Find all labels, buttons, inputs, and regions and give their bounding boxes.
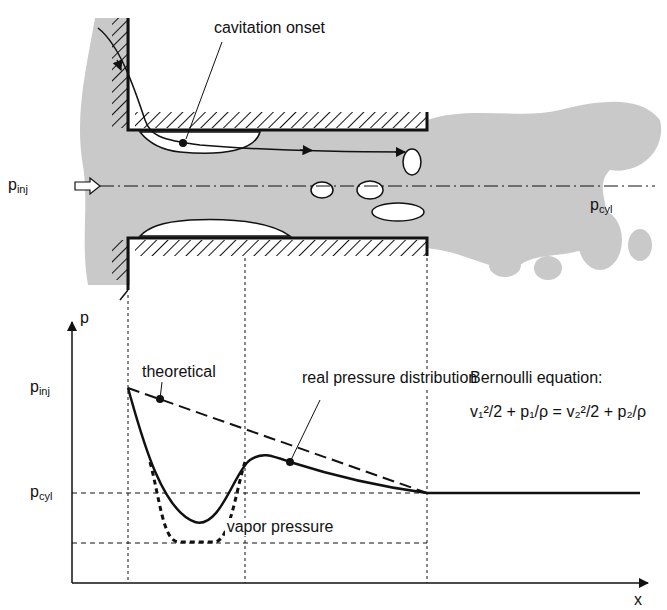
projection-lines [128, 258, 427, 583]
annotation: vapor pressure [225, 518, 336, 536]
pressure-symbol: pcyl [30, 483, 52, 502]
cylinder-level [427, 492, 640, 495]
theoretical-curve [128, 388, 427, 493]
pressure-symbol: pinj [30, 378, 50, 397]
reference-levels [72, 493, 427, 543]
streamline-arrow [395, 151, 405, 153]
annotation: x [634, 591, 642, 609]
annotation: cavitation onset [214, 19, 325, 37]
inlet-arrow [75, 178, 100, 194]
real-pressure-curve [128, 388, 427, 523]
leader-line [186, 42, 222, 139]
axes [72, 322, 648, 583]
annotation: theoretical [140, 363, 218, 381]
annotation: Bernoulli equation: [470, 369, 603, 387]
nozzle-wall [112, 18, 427, 300]
leader-line [290, 400, 320, 462]
annotation: real pressure distribution [300, 369, 479, 387]
pressure-symbol: pinj [8, 176, 28, 195]
streamline-arrow [117, 60, 121, 70]
cavitation-bubbles [140, 132, 424, 236]
center-line [100, 186, 655, 187]
annotation: p [80, 309, 89, 327]
streamline-arrow [300, 149, 312, 151]
fuel-spray [80, 18, 661, 285]
leader-line [160, 382, 162, 399]
onset-dot [179, 139, 187, 147]
streamline [98, 28, 405, 152]
annotation: v₁²/2 + p₁/ρ = v₂²/2 + p₂/ρ [470, 403, 646, 421]
pressure-symbol: pcyl [590, 196, 612, 215]
